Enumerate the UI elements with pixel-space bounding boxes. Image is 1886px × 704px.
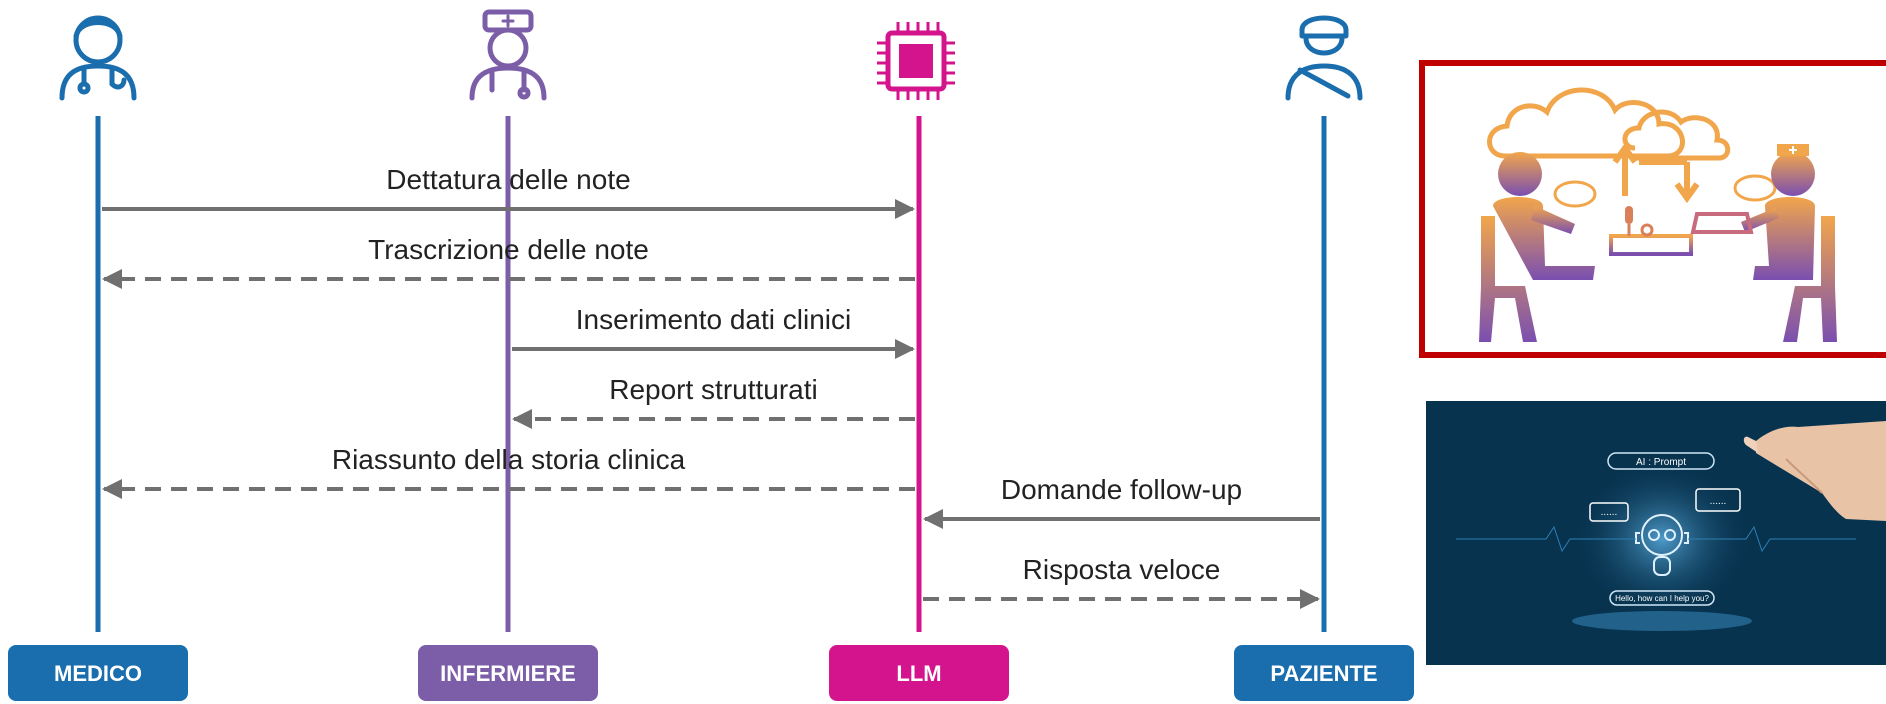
message-label-3: Inserimento dati clinici (576, 304, 851, 335)
actor-box-infermiere (418, 645, 598, 701)
actor-label-medico: MEDICO (54, 661, 142, 686)
chat-bubble-left (1589, 502, 1629, 522)
nurse-icon (469, 9, 547, 101)
message-label-5: Riassunto della storia clinica (332, 444, 686, 475)
ai-greeting-pill (1609, 590, 1715, 606)
actor-label-llm: LLM (896, 661, 941, 686)
message-label-7: Risposta veloce (1023, 554, 1221, 585)
patient-icon (1285, 15, 1363, 101)
actor-box-medico (8, 645, 188, 701)
message-label-2: Trascrizione delle note (368, 234, 649, 265)
ai-prompt-label: AI : Prompt (1636, 457, 1686, 468)
hand-icon (1743, 421, 1886, 521)
chat-bubble-left-text: ...... (1601, 507, 1618, 518)
ai-prompt-illustration-frame: AI : Prompt ...... ...... Hello, how can… (1426, 401, 1886, 665)
chat-bubble-right-text: ...... (1710, 496, 1727, 507)
ai-greeting-text: Hello, how can I help you? (1615, 594, 1709, 603)
chat-bubble-right (1695, 488, 1741, 512)
doctor-icon (59, 15, 137, 101)
actor-box-llm (829, 645, 1009, 701)
message-label-4: Report strutturati (609, 374, 818, 405)
actor-label-infermiere: INFERMIERE (440, 661, 576, 686)
doctor-patient-consultation-illustration (1479, 87, 1837, 342)
message-label-6: Domande follow-up (1001, 474, 1242, 505)
chip-icon (877, 22, 955, 100)
consultation-illustration-frame (1419, 60, 1886, 358)
ai-chatbot-prompt-illustration: AI : Prompt ...... ...... Hello, how can… (1426, 401, 1886, 665)
actor-box-paziente (1234, 645, 1414, 701)
ai-prompt-pill (1607, 452, 1715, 470)
message-label-1: Dettatura delle note (386, 164, 630, 195)
actor-label-paziente: PAZIENTE (1270, 661, 1377, 686)
robot-icon (1635, 514, 1689, 576)
